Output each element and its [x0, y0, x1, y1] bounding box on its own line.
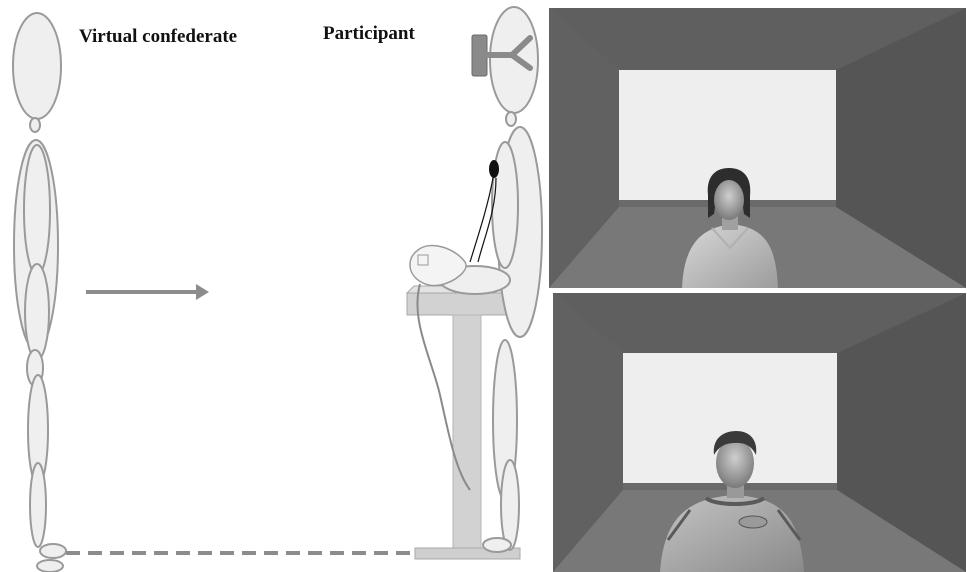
participant-neck: [506, 112, 516, 126]
participant-figure: [407, 7, 542, 559]
confederate-neck: [30, 118, 40, 132]
virtual-room-panel-top: [549, 8, 966, 288]
confederate-foot-lower: [37, 560, 63, 572]
confederate-head: [13, 13, 61, 119]
confederate-arm-upper: [24, 145, 50, 275]
confederate-arm-lower: [25, 264, 49, 360]
virtual-confederate-figure: [13, 13, 66, 572]
sensor-electrode: [489, 160, 499, 178]
direction-arrow: [86, 284, 209, 300]
participant-leg-lower: [501, 460, 519, 550]
participant-foot: [483, 538, 511, 552]
confederate-foot-upper: [40, 544, 66, 558]
table-top: [407, 293, 517, 315]
table-post: [453, 315, 481, 548]
virtual-room-panel-bottom: [553, 293, 966, 572]
confederate-shin: [30, 463, 46, 547]
